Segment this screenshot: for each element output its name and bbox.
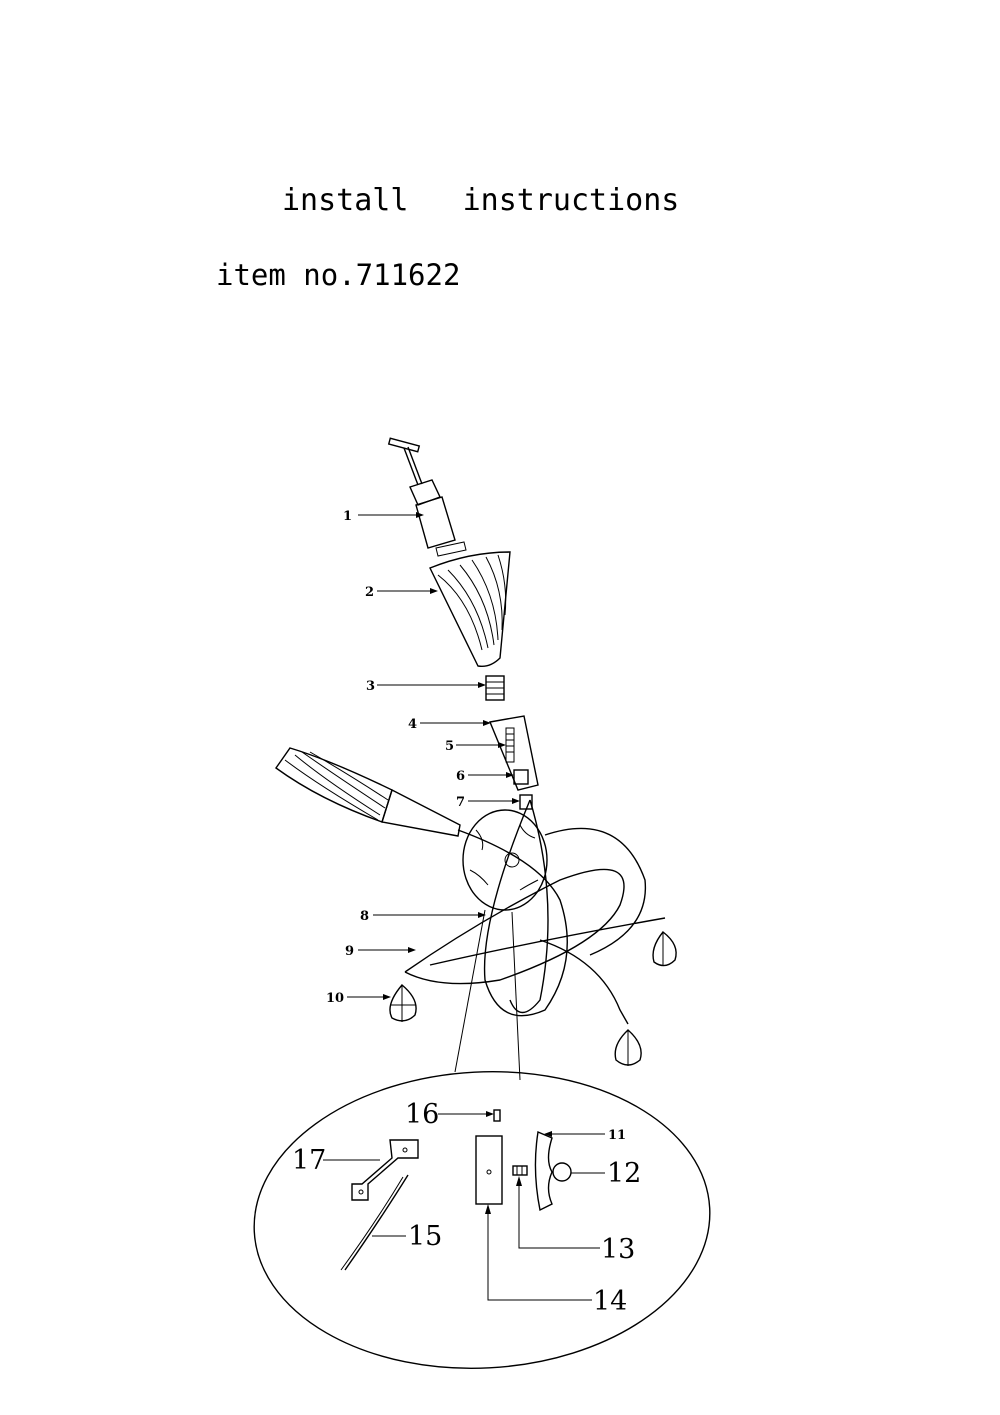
page-title: install instructions xyxy=(282,183,680,218)
callout-4: 4 xyxy=(408,717,417,732)
part-16-screw xyxy=(493,1109,501,1122)
callout-10: 10 xyxy=(326,991,344,1006)
part-1-lamp-holder xyxy=(387,437,467,557)
part-2-glass-shade xyxy=(429,551,511,668)
callout-2: 2 xyxy=(365,585,374,600)
part-3-socket-ring xyxy=(485,675,505,701)
callout-17: 17 xyxy=(292,1145,326,1176)
callout-13: 13 xyxy=(601,1234,635,1265)
callout-9: 9 xyxy=(345,944,354,959)
part-8-canopy xyxy=(462,809,548,911)
assembled-shade-left xyxy=(275,747,461,837)
part-14-mounting-plate xyxy=(475,1135,503,1205)
part-9-arms xyxy=(404,799,666,1025)
callout-15: 15 xyxy=(408,1221,442,1252)
callout-11: 11 xyxy=(608,1128,626,1143)
detail-leader-left xyxy=(454,909,486,1073)
detail-oval xyxy=(253,1071,711,1369)
part-4-socket-cup xyxy=(489,715,539,791)
callout-1: 1 xyxy=(343,509,352,524)
callout-numbers: 1 2 3 4 5 6 7 8 9 10 11 12 13 14 15 16 1… xyxy=(292,509,641,1317)
callout-12: 12 xyxy=(607,1158,641,1189)
callout-16: 16 xyxy=(405,1099,439,1130)
part-15-wire xyxy=(340,1174,409,1271)
part-13-nut xyxy=(512,1165,528,1176)
part-12-finial xyxy=(552,1162,572,1182)
callout-3: 3 xyxy=(366,679,375,694)
part-10-crystal-drops xyxy=(389,931,677,1066)
callout-8: 8 xyxy=(360,909,369,924)
callout-6: 6 xyxy=(456,769,465,784)
callout-leaders xyxy=(323,512,605,1301)
detail-leader-right xyxy=(511,911,521,1081)
callout-14: 14 xyxy=(593,1286,627,1317)
callout-7: 7 xyxy=(456,795,465,810)
callout-5: 5 xyxy=(445,739,454,754)
part-11-canopy-cover xyxy=(534,1131,553,1212)
part-17-bracket xyxy=(351,1139,419,1201)
item-number: item no.711622 xyxy=(216,258,461,292)
